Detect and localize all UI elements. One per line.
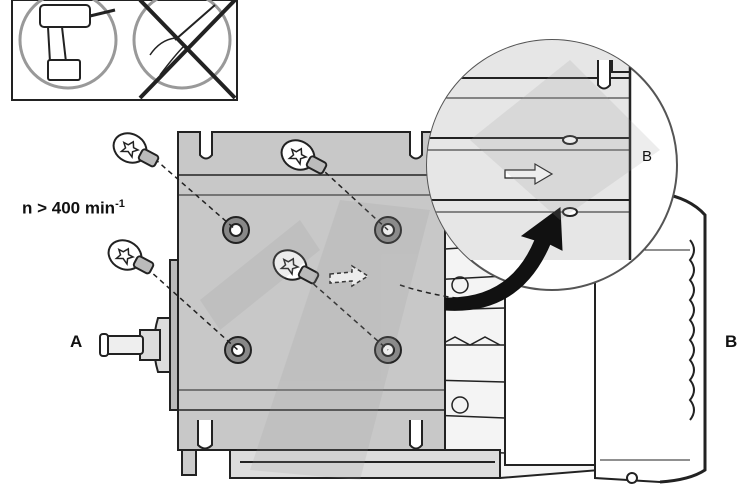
side-b-label: B bbox=[725, 332, 738, 351]
mounting-plate bbox=[177, 131, 446, 451]
detail-b-label: B bbox=[642, 148, 653, 165]
hole-bottom-left bbox=[224, 336, 252, 364]
detail-magnifier bbox=[426, 39, 678, 291]
torx-screw-icon bbox=[112, 132, 160, 168]
hand-screwdriver-crossed-icon bbox=[132, 0, 237, 100]
hole-top-left bbox=[222, 216, 250, 244]
speed-exponent: -1 bbox=[115, 198, 125, 210]
watermark bbox=[200, 60, 660, 480]
torx-screw-icon bbox=[272, 249, 320, 285]
curved-arrow-icon bbox=[444, 207, 563, 311]
slide-arrow-icon bbox=[329, 264, 370, 288]
motor-base bbox=[181, 439, 501, 479]
speed-limit-label: n > 400 min-1 bbox=[22, 198, 125, 219]
direction-arrow-icon bbox=[504, 162, 554, 186]
speed-value: n > 400 min bbox=[22, 198, 116, 218]
torx-screw-icon bbox=[280, 139, 328, 175]
power-drill-icon bbox=[18, 0, 118, 90]
torx-screw-icon bbox=[107, 239, 155, 275]
motor-shaft bbox=[99, 259, 181, 411]
side-a-label: A bbox=[70, 332, 83, 351]
tool-usage-panel bbox=[11, 0, 238, 101]
